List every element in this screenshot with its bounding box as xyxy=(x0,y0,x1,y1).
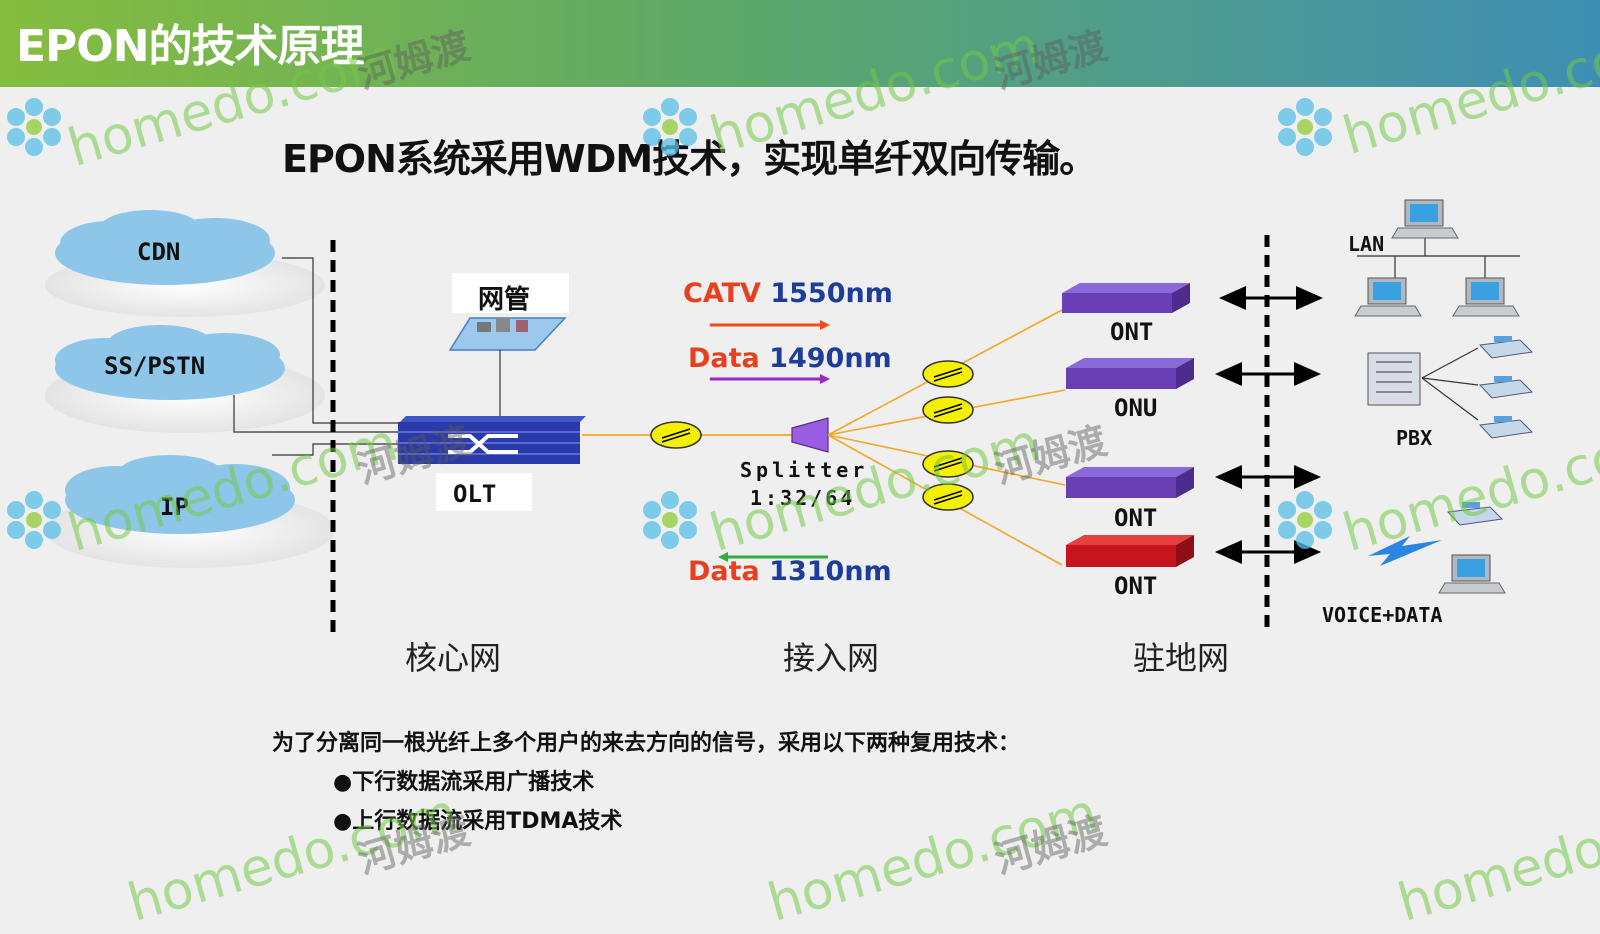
section-core-label: 核心网 xyxy=(405,639,502,677)
branch-coupler-icon xyxy=(922,483,974,511)
branch-coupler-icon xyxy=(922,360,974,388)
olt-label: OLT xyxy=(453,480,497,508)
branch-coupler-icon xyxy=(922,450,974,478)
epon-diagram xyxy=(45,199,1534,635)
splitter-icon xyxy=(791,417,829,453)
link-ip-olt xyxy=(272,443,400,456)
nms-icon xyxy=(448,317,567,351)
onu-label-2: ONU xyxy=(1114,394,1158,422)
section-premises-label: 驻地网 xyxy=(1133,639,1230,677)
catv-wavelength-label: CATV 1550nm xyxy=(683,278,893,309)
cloud-cdn-label: CDN xyxy=(137,238,181,266)
ont-device-4 xyxy=(1066,535,1194,567)
pbx-icon xyxy=(1367,352,1421,406)
notes-intro: 为了分离同一根光纤上多个用户的来去方向的信号，采用以下两种复用技术： xyxy=(272,731,1021,756)
pbx-label: PBX xyxy=(1396,426,1433,450)
link-cdn-olt xyxy=(282,257,400,424)
olt-label-box xyxy=(436,473,532,511)
data-down-value: 1490nm xyxy=(769,343,892,374)
link-pstn-olt xyxy=(233,395,400,433)
phone-icon xyxy=(1478,376,1534,399)
splitter-name: Splitter xyxy=(740,458,869,482)
wireless-lightning-icon xyxy=(1368,536,1442,566)
ont-label-1: ONT xyxy=(1110,318,1154,346)
ont-label-3: ONT xyxy=(1114,504,1158,532)
catv-name: CATV xyxy=(683,278,761,309)
nms-label-box xyxy=(452,273,569,313)
branch-coupler-icon xyxy=(922,396,974,424)
computer-icon xyxy=(1391,199,1459,239)
olt-device xyxy=(398,416,586,464)
phone-icon xyxy=(1478,416,1534,439)
pbx-links xyxy=(1421,347,1479,421)
computer-icon xyxy=(1354,277,1422,317)
cloud-pstn-label: SS/PSTN xyxy=(104,352,206,380)
lan-network xyxy=(1357,238,1520,278)
data-up-name: Data xyxy=(688,556,760,587)
splitter-ratio: 1:32/64 xyxy=(750,486,856,510)
computer-icon xyxy=(1438,554,1506,594)
title-bar: EPON的技术原理 xyxy=(0,0,1600,87)
data-up-value: 1310nm xyxy=(769,556,892,587)
wdm-coupler-icon xyxy=(650,421,702,449)
phone-icon xyxy=(1478,336,1534,359)
cloud-ip-label: IP xyxy=(160,493,189,521)
ont-device-3 xyxy=(1066,467,1194,498)
section-access-label: 接入网 xyxy=(783,639,880,677)
phone-icon xyxy=(1446,502,1504,526)
nms-label: 网管 xyxy=(478,285,531,315)
data-down-name: Data xyxy=(688,343,760,374)
ont-device-1 xyxy=(1062,283,1190,313)
cloud-ip xyxy=(65,455,295,534)
lan-label: LAN xyxy=(1348,232,1385,256)
page-title: EPON的技术原理 xyxy=(16,21,365,72)
voice-data-label: VOICE+DATA xyxy=(1322,603,1443,627)
data-up-wavelength-label: Data 1310nm xyxy=(688,556,892,587)
notes-bullet-2: ●上行数据流采用TDMA技术 xyxy=(333,809,623,834)
ont-label-4: ONT xyxy=(1114,572,1158,600)
cloud-cdn xyxy=(55,210,275,285)
notes-bullet-1: ●下行数据流采用广播技术 xyxy=(333,770,595,795)
onu-device-2 xyxy=(1066,358,1194,389)
cloud-pstn xyxy=(55,325,285,400)
computer-icon xyxy=(1452,277,1520,317)
catv-value: 1550nm xyxy=(770,278,893,309)
data-down-wavelength-label: Data 1490nm xyxy=(688,343,892,374)
